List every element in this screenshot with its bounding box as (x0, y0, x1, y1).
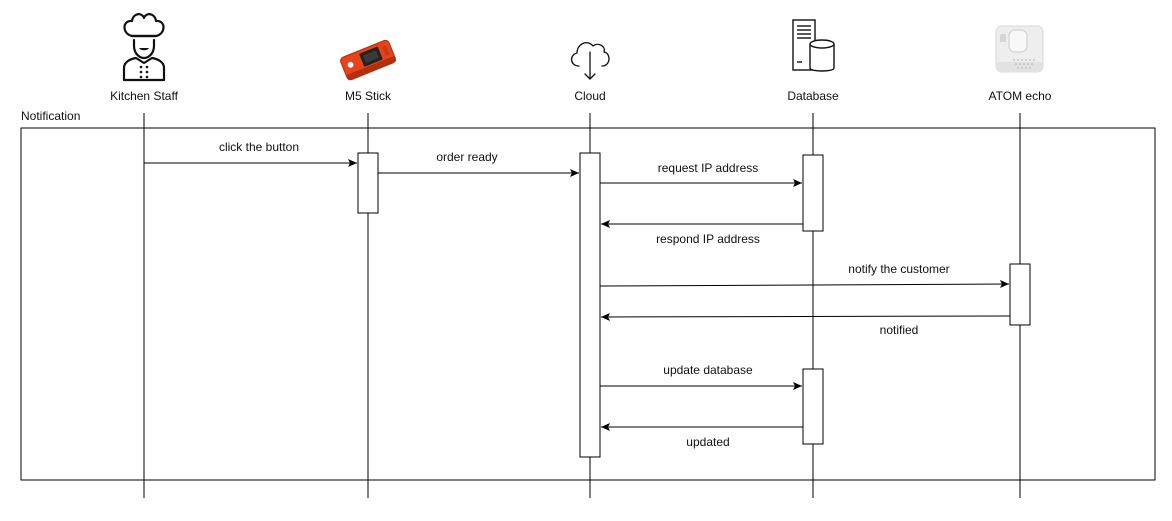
message-label: notified (880, 323, 919, 337)
activation-database-2 (802, 368, 824, 445)
message-label: notify the customer (848, 262, 949, 276)
atom-echo-device-icon (995, 25, 1044, 73)
participant-label-m5-stick: M5 Stick (345, 89, 392, 103)
message-label: updated (686, 435, 729, 449)
activation-database-1 (802, 154, 824, 232)
activation-m5-stick (357, 152, 379, 214)
message-arrow-notified (600, 312, 1011, 321)
notification-frame (20, 127, 1156, 481)
frame-label: Notification (21, 109, 80, 123)
server-database-icon (792, 19, 835, 72)
m5-stick-device-icon (340, 39, 396, 81)
message-label: update database (663, 363, 753, 377)
message-label: click the button (219, 140, 299, 154)
message-label: respond IP address (656, 232, 760, 246)
participant-label-kitchen-staff: Kitchen Staff (110, 89, 178, 103)
message-arrow-notify (599, 280, 1010, 289)
message-label: request IP address (658, 161, 759, 175)
activation-atom-echo (1009, 263, 1031, 326)
participant-label-database: Database (787, 89, 839, 103)
participant-label-atom-echo: ATOM echo (989, 89, 1052, 103)
activation-cloud (579, 152, 601, 458)
message-label: order ready (436, 150, 497, 164)
participant-label-cloud: Cloud (574, 89, 605, 103)
cloud-download-icon (570, 42, 610, 80)
chef-icon (122, 13, 166, 82)
